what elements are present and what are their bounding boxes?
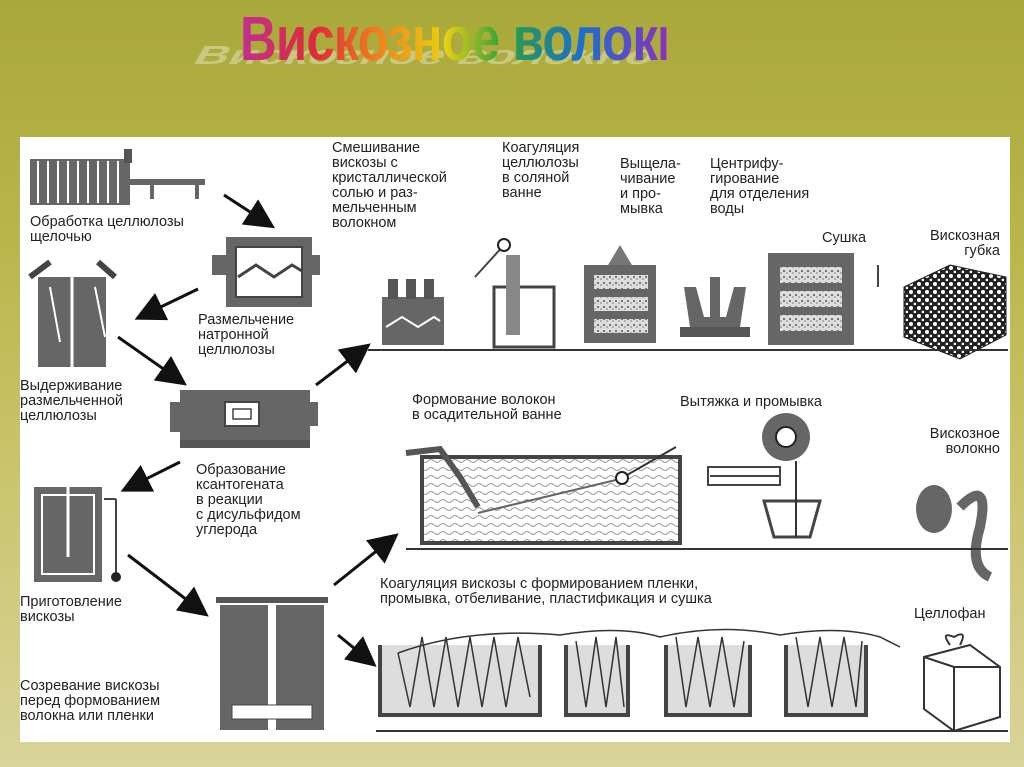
label-film: Коагуляция вискозы с формированием пленк…: [380, 576, 712, 607]
label-coagulation: Коагуляция целлюлозы в соляной ванне: [502, 140, 580, 201]
flow-arrows: [117, 193, 399, 667]
drying-cabinet: [768, 253, 879, 345]
label-mixing: Смешивание вискозы с кристаллической сол…: [332, 140, 447, 231]
stretching-unit: [707, 413, 822, 539]
cellophane-gift-box: [923, 633, 1001, 733]
label-drying: Сушка: [822, 230, 867, 246]
label-fiber-forming: Формование волокон в осадительной ванне: [412, 392, 562, 423]
label-stretching: Вытяжка и промывка: [680, 394, 822, 410]
diagram-panel: Обработка целлюлозы щелочью Размельчение…: [20, 137, 1010, 742]
alkali-press-machine: [30, 149, 205, 205]
xanthate-reactor: [170, 390, 318, 448]
film-line: [378, 628, 901, 717]
ripening-tanks: [216, 597, 328, 730]
label-aging: Выдерживание размельченной целлюлозы: [20, 378, 124, 424]
fiber-bobbin: [916, 485, 993, 582]
label-fiber: Вискозное волокно: [929, 426, 1000, 457]
viscose-prep-tank: [34, 482, 121, 582]
process-diagram: [28, 149, 1008, 733]
label-cellulose-treatment: Обработка целлюлозы щелочью: [30, 214, 184, 245]
spinning-bath: [405, 445, 682, 545]
label-grinding: Размельчение натронной целлюлозы: [198, 312, 295, 358]
mixer-machine: [382, 279, 444, 345]
centrifuge: [680, 277, 750, 337]
label-sponge: Вискозная губка: [929, 228, 1000, 259]
sponge-block: [903, 264, 1007, 360]
label-centrifuge: Центрифу- гирование для отделения воды: [710, 156, 810, 217]
page-title: Вискозное волокно: [240, 4, 718, 104]
aging-tanks: [28, 259, 117, 367]
label-cellophane: Целлофан: [914, 606, 986, 622]
leaching-rack: [584, 245, 656, 343]
coagulation-bath: [474, 238, 556, 349]
grinder-machine: [212, 237, 320, 307]
label-ripening: Созревание вискозы перед формованием вол…: [20, 678, 161, 724]
label-leaching: Выщела- чивание и про- мывка: [620, 156, 681, 217]
label-xanthate: Образование ксантогената в реакции с дис…: [196, 462, 301, 538]
label-viscose-prep: Приготовление вискозы: [20, 594, 122, 625]
